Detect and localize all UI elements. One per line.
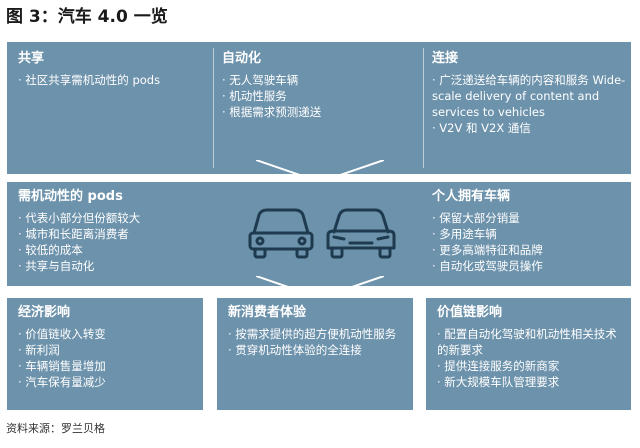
list-item: · 新大规模车队管理要求 xyxy=(437,375,560,389)
list-item: · 新利润 xyxy=(18,343,60,357)
list-item: · 多用途车辆 xyxy=(432,227,497,241)
sharing-column: 共享 · 社区共享需机动性的 pods xyxy=(18,50,208,88)
list-item: · 更多高端特征和品牌 xyxy=(432,243,543,257)
list-item: · 无人驾驶车辆 xyxy=(222,73,299,87)
down-arrow-icon xyxy=(256,276,384,300)
value-chain-column: 价值链影响 · 配置自动化驾驶和机动性相关技术的新要求 · 提供连接服务的新商家… xyxy=(437,304,627,390)
list-item: · 保留大部分销量 xyxy=(432,211,520,225)
sharing-list: · 社区共享需机动性的 pods xyxy=(18,72,208,88)
divider xyxy=(213,48,214,168)
connectivity-column: 连接 · 广泛递送给车辆的内容和服务 Wide-scale delivery o… xyxy=(432,50,626,136)
list-item: · 车辆销售量增加 xyxy=(18,359,106,373)
pods-column: 需机动性的 pods · 代表小部分但份额较大 · 城市和长距离消费者 · 较低… xyxy=(18,188,218,274)
economic-list: · 价值链收入转变 · 新利润 · 车辆销售量增加 · 汽车保有量减少 xyxy=(18,326,200,390)
car-front-icon xyxy=(326,208,396,259)
list-item: · 城市和长距离消费者 xyxy=(18,227,129,241)
owned-vehicle-heading: 个人拥有车辆 xyxy=(432,189,511,204)
owned-vehicle-column: 个人拥有车辆 · 保留大部分销量 · 多用途车辆 · 更多高端特征和品牌 · 自… xyxy=(432,188,626,274)
automation-column: 自动化 · 无人驾驶车辆 · 机动性服务 · 根据需求预测递送 xyxy=(222,50,412,120)
car-icons xyxy=(248,208,396,259)
value-chain-list: · 配置自动化驾驶和机动性相关技术的新要求 · 提供连接服务的新商家 · 新大规… xyxy=(437,326,627,390)
pods-list: · 代表小部分但份额较大 · 城市和长距离消费者 · 较低的成本 · 共享与自动… xyxy=(18,210,218,274)
consumer-panel xyxy=(217,298,413,410)
owned-vehicle-list: · 保留大部分销量 · 多用途车辆 · 更多高端特征和品牌 · 自动化或驾驶员操… xyxy=(432,210,626,274)
middle-panel xyxy=(7,182,631,286)
list-item: · 较低的成本 xyxy=(18,243,83,257)
economic-column: 经济影响 · 价值链收入转变 · 新利润 · 车辆销售量增加 · 汽车保有量减少 xyxy=(18,304,200,390)
automation-list: · 无人驾驶车辆 · 机动性服务 · 根据需求预测递送 xyxy=(222,72,412,120)
list-item: · 广泛递送给车辆的内容和服务 Wide-scale delivery of c… xyxy=(432,73,626,119)
list-item: · 自动化或驾驶员操作 xyxy=(432,259,543,273)
divider xyxy=(423,48,424,168)
connectivity-heading: 连接 xyxy=(432,51,459,66)
list-item: · 社区共享需机动性的 pods xyxy=(18,73,161,87)
consumer-list: · 按需求提供的超方便机动性服务 · 贯穿机动性体验的全连接 xyxy=(228,326,410,358)
list-item: · 根据需求预测递送 xyxy=(222,105,322,119)
economic-heading: 经济影响 xyxy=(18,305,71,320)
source-note: 资料来源：罗兰贝格 xyxy=(6,422,105,435)
figure-title: 图 3：汽车 4.0 一览 xyxy=(6,7,168,27)
top-panel xyxy=(7,42,631,174)
value-chain-panel xyxy=(426,298,631,410)
list-item: · 机动性服务 xyxy=(222,89,287,103)
connectivity-list: · 广泛递送给车辆的内容和服务 Wide-scale delivery of c… xyxy=(432,72,626,136)
list-item: · 按需求提供的超方便机动性服务 xyxy=(228,327,397,341)
list-item: · 汽车保有量减少 xyxy=(18,375,106,389)
value-chain-heading: 价值链影响 xyxy=(437,305,503,320)
consumer-column: 新消费者体验 · 按需求提供的超方便机动性服务 · 贯穿机动性体验的全连接 xyxy=(228,304,410,358)
list-item: · 配置自动化驾驶和机动性相关技术的新要求 xyxy=(437,327,617,357)
list-item: · 提供连接服务的新商家 xyxy=(437,359,560,373)
down-arrow-icon xyxy=(256,160,384,184)
list-item: · 贯穿机动性体验的全连接 xyxy=(228,343,362,357)
car-front-icon xyxy=(248,208,314,259)
pods-heading: 需机动性的 pods xyxy=(18,189,123,204)
economic-panel xyxy=(7,298,203,410)
list-item: · V2V 和 V2X 通信 xyxy=(432,121,531,135)
list-item: · 代表小部分但份额较大 xyxy=(18,211,141,225)
list-item: · 共享与自动化 xyxy=(18,259,95,273)
sharing-heading: 共享 xyxy=(18,51,45,66)
list-item: · 价值链收入转变 xyxy=(18,327,106,341)
consumer-heading: 新消费者体验 xyxy=(228,305,307,320)
automation-heading: 自动化 xyxy=(222,51,262,66)
